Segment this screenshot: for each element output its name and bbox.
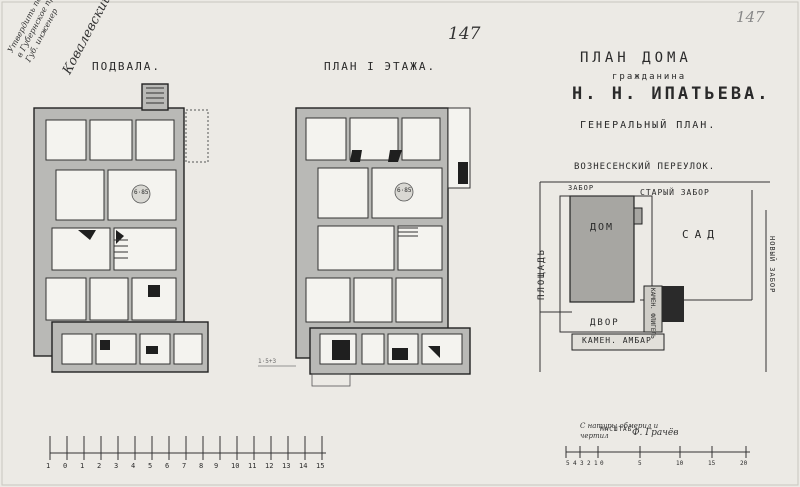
site-scale-tick: 1	[594, 460, 598, 467]
scale-tick: 2	[97, 462, 102, 470]
site-scale-tick: 0	[600, 460, 604, 467]
site-outbuilding-label: КАМЕН. ФЛИГЕЛЬ	[649, 288, 656, 339]
basement-plan	[33, 83, 209, 373]
scale-tick: 3	[114, 462, 119, 470]
scale-tick: 11	[248, 462, 257, 470]
sheet-number-top: 147	[448, 24, 481, 44]
site-square-label: ПЛОЩАДЬ	[537, 248, 547, 300]
room-label-basement: 6·85	[134, 189, 149, 196]
scale-tick: 13	[282, 462, 291, 470]
site-scale-tick: 10	[676, 460, 684, 467]
site-yard-label: ДВОР	[590, 318, 620, 328]
title-line-2: гражданина	[612, 72, 687, 82]
scale-tick: 6	[165, 462, 170, 470]
scale-tick: 5	[148, 462, 153, 470]
sheet-number-corner: 147	[736, 8, 765, 26]
scale-tick: 1	[46, 462, 51, 470]
site-scale-tick: 2	[587, 460, 591, 467]
site-scale-tick: 4	[573, 460, 577, 467]
site-old-fence-label: СТАРЫЙ ЗАБОР	[640, 188, 710, 197]
room-label-first-floor: 6·85	[397, 187, 412, 194]
site-house-label: ДОМ	[590, 222, 615, 233]
first-floor-plan	[258, 107, 471, 387]
basement-title: ПОДВАЛА.	[92, 60, 161, 73]
scale-tick: 4	[131, 462, 136, 470]
signature-line-1: С натуры обмерил и	[580, 422, 659, 430]
site-shed-label: КАМЕН. АМБАР	[582, 336, 652, 345]
title-line-1: ПЛАН ДОМА	[580, 50, 692, 66]
room-label-small: 1·5+3	[258, 358, 277, 365]
title-line-3: Н. Н. ИПАТЬЕВА.	[572, 84, 771, 104]
scale-tick: 12	[265, 462, 274, 470]
site-scale-tick: 15	[708, 460, 716, 467]
site-lane-label: ВОЗНЕСЕНСКИЙ ПЕРЕУЛОК.	[574, 162, 716, 172]
title-line-4: ГЕНЕРАЛЬНЫЙ ПЛАН.	[580, 120, 717, 131]
site-new-fence-label: НОВЫЙ ЗАБОР	[768, 236, 776, 294]
site-scale-tick: 20	[740, 460, 748, 467]
site-plan-drawing	[539, 181, 770, 458]
scale-tick: 7	[182, 462, 187, 470]
scale-tick: 9	[214, 462, 219, 470]
scale-tick: 8	[199, 462, 204, 470]
signature-line-2: чертил	[580, 432, 609, 440]
site-scale-tick: 5	[566, 460, 570, 467]
site-scale-tick: 3	[580, 460, 584, 467]
site-garden-label: САД	[682, 228, 720, 241]
scale-tick: 10	[231, 462, 240, 470]
site-scale-label: МАСШТАБ	[600, 426, 633, 433]
scale-bar-graphic	[49, 436, 326, 460]
first-floor-title: ПЛАН I ЭТАЖА.	[324, 60, 437, 73]
signature-name: Ф. Грачёв	[632, 428, 679, 438]
site-fence-top-label: ЗАБОР	[568, 184, 595, 192]
scale-tick: 14	[299, 462, 308, 470]
scale-tick: 15	[316, 462, 325, 470]
scale-tick: 0	[63, 462, 68, 470]
scale-tick: 1	[80, 462, 85, 470]
site-scale-tick: 5	[638, 460, 642, 467]
